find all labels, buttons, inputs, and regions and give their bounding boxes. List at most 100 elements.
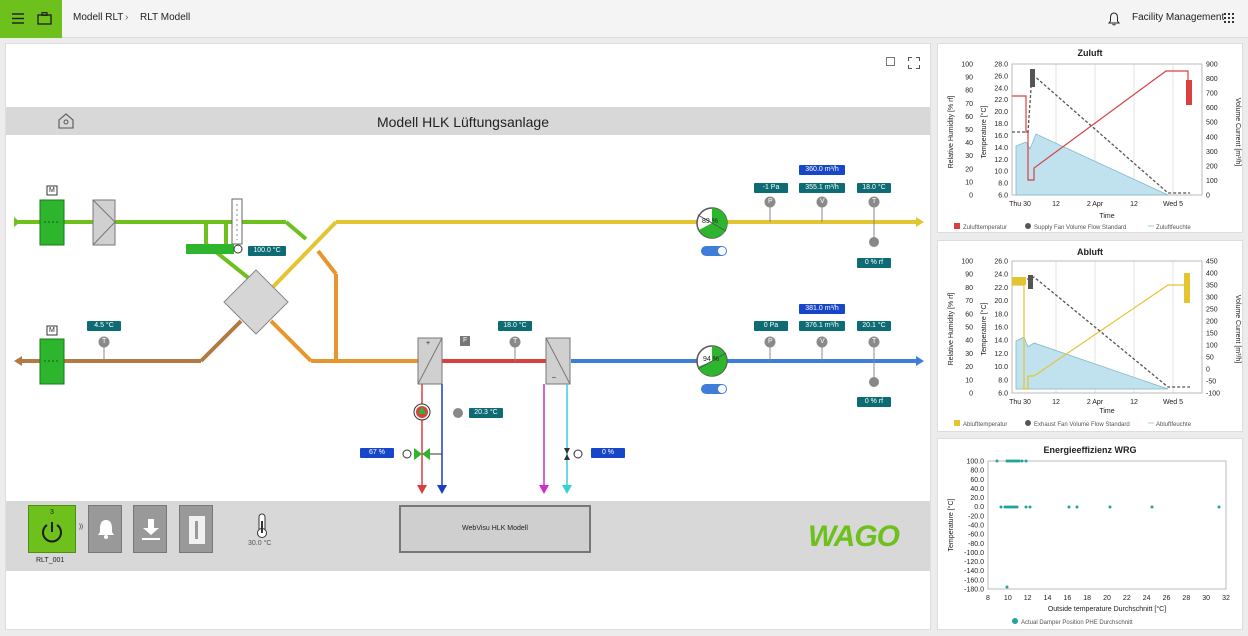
y-tick-label: 300 (1206, 295, 1218, 302)
cooling-coil-minus: – (552, 374, 556, 381)
y-tick-label: 200 (1206, 319, 1218, 326)
y-tick-label: 6.0 (998, 391, 1008, 398)
zuluft-ylabel-outer: Relative Humidity [% rf] (948, 96, 955, 169)
y-tick-label: 10.0 (994, 169, 1008, 176)
volume-sensor-label: V (820, 198, 825, 205)
exhaust-temp-value: 20.1 °C (857, 321, 891, 331)
abluft-legend-flow: Exhaust Fan Volume Flow Standard (1034, 422, 1130, 428)
return-water-temp-value: 20.3 °C (469, 408, 503, 418)
abluft-legend-temp: Ablufttemperatur (963, 422, 1007, 428)
filter-unit (92, 199, 116, 246)
y-tick-label: 900 (1206, 62, 1218, 69)
y-tick-label: 400 (1206, 271, 1218, 278)
alarm-button[interactable] (88, 505, 122, 553)
zuluft-xlabel: Time (1099, 213, 1114, 220)
y-tick-label: 18.0 (994, 311, 1008, 318)
preheater-temp-value: 100.0 °C (248, 246, 286, 256)
y-tick-label: 70 (965, 298, 973, 305)
motor-label: M (49, 327, 55, 334)
zuluft-ylabel-right: Volume Current [m³/h] (1234, 98, 1241, 167)
y-tick-label: 500 (1206, 120, 1218, 127)
bell-icon[interactable] (1108, 12, 1120, 26)
y-tick-label: 100 (961, 62, 973, 69)
temp-sensor-label: T (102, 338, 107, 345)
y-tick-label: 80.0 (970, 468, 984, 475)
exhaust-pressure-value: 0 Pa (754, 321, 788, 331)
y-tick-label: -50 (1206, 379, 1216, 386)
y-tick-label: 12.0 (994, 157, 1008, 164)
power-icon (42, 522, 62, 543)
checkbox-icon[interactable] (886, 57, 896, 67)
y-tick-label: -60.0 (968, 532, 984, 539)
thermometer-icon (257, 513, 267, 538)
y-tick-label: 50 (1206, 355, 1214, 362)
y-tick-label: 8.0 (998, 377, 1008, 384)
y-tick-label: 10 (965, 179, 973, 186)
y-tick-label: 250 (1206, 307, 1218, 314)
y-tick-label: 14.0 (994, 338, 1008, 345)
preheater (186, 198, 243, 254)
cooling-valve-setpoint[interactable]: 0 % (591, 448, 625, 458)
y-tick-label: 70 (965, 101, 973, 108)
temp-sensor-label: T (872, 338, 877, 345)
info-button[interactable] (179, 505, 213, 553)
y-tick-label: 24.0 (994, 272, 1008, 279)
briefcase-icon[interactable] (37, 12, 53, 26)
y-tick-label: 6.0 (998, 193, 1008, 200)
heating-water-pipes (402, 384, 447, 494)
supply-flow-setpoint[interactable]: 360.0 m³/h (799, 165, 845, 175)
power-button[interactable]: 3 (28, 505, 76, 553)
pressure-sensor-label: P (768, 198, 773, 205)
y-tick-label: 8.0 (998, 181, 1008, 188)
y-tick-label: -160.0 (964, 577, 984, 584)
supply-flow-value: 355.1 m³/h (799, 183, 845, 193)
fullscreen-icon[interactable] (908, 57, 920, 69)
abluft-ylabel-inner: Temperature [°C] (980, 302, 988, 355)
y-tick-label: 10 (965, 377, 973, 384)
menu-icon[interactable] (0, 0, 62, 38)
x-tick-label: 8 (986, 595, 990, 602)
abluft-ylabel-outer: Relative Humidity [% rf] (948, 293, 955, 366)
heating-coil (417, 337, 443, 385)
y-tick-label: 40.0 (970, 486, 984, 493)
x-tick-label: 10 (1004, 595, 1012, 602)
x-tick-label: 2 Apr (1087, 399, 1104, 406)
breadcrumb-item-modell-rlt[interactable]: Modell RLT (73, 12, 124, 23)
y-tick-label: 0 (1206, 193, 1210, 200)
top-bar: Modell RLT › RLT Modell Facility Managem… (0, 0, 1248, 38)
zuluft-humidity-area (1015, 133, 1169, 196)
filter-label: F (463, 337, 468, 344)
zuluft-chart-title: Zuluft (1077, 48, 1103, 58)
outdoor-temp-value: 4.5 °C (87, 321, 121, 331)
x-tick-label: 18 (1083, 595, 1091, 602)
apps-grid-icon[interactable] (1224, 13, 1236, 25)
home-icon[interactable] (58, 113, 74, 129)
y-tick-label: -20.0 (968, 513, 984, 520)
heating-valve-setpoint[interactable]: 67 % (360, 448, 394, 458)
wrg-chart: 100.080.060.040.020.00.0-20.0-40.0-60.0-… (947, 459, 1230, 627)
y-tick-label: 100 (961, 259, 973, 266)
wrg-xlabel: Outside temperature Durchschnitt [°C] (1048, 605, 1166, 613)
y-tick-label: 0 (969, 193, 973, 200)
y-tick-label: -100 (1206, 391, 1220, 398)
wrg-points (995, 459, 1221, 589)
zuluft-legend-temp: Zulufttemperatur (963, 225, 1007, 231)
user-menu-label[interactable]: Facility Management (1132, 12, 1225, 23)
motor-label: M (49, 187, 55, 194)
exhaust-humidity-value: 0 % rf (857, 397, 891, 407)
webvisu-button[interactable]: WebVisu HLK Modell (399, 505, 591, 553)
breadcrumb-item-rlt-modell[interactable]: RLT Modell (140, 12, 191, 23)
x-tick-label: 16 (1063, 595, 1071, 602)
abluft-humidity-area (1015, 336, 1169, 390)
y-tick-label: 90 (965, 75, 973, 82)
download-button[interactable] (133, 505, 167, 553)
exhaust-flow-setpoint[interactable]: 381.0 m³/h (799, 304, 845, 314)
power-count: 3 (50, 509, 54, 516)
wrg-chart-title: Energieeffizienz WRG (1043, 445, 1137, 455)
y-tick-label: 26.0 (994, 73, 1008, 80)
